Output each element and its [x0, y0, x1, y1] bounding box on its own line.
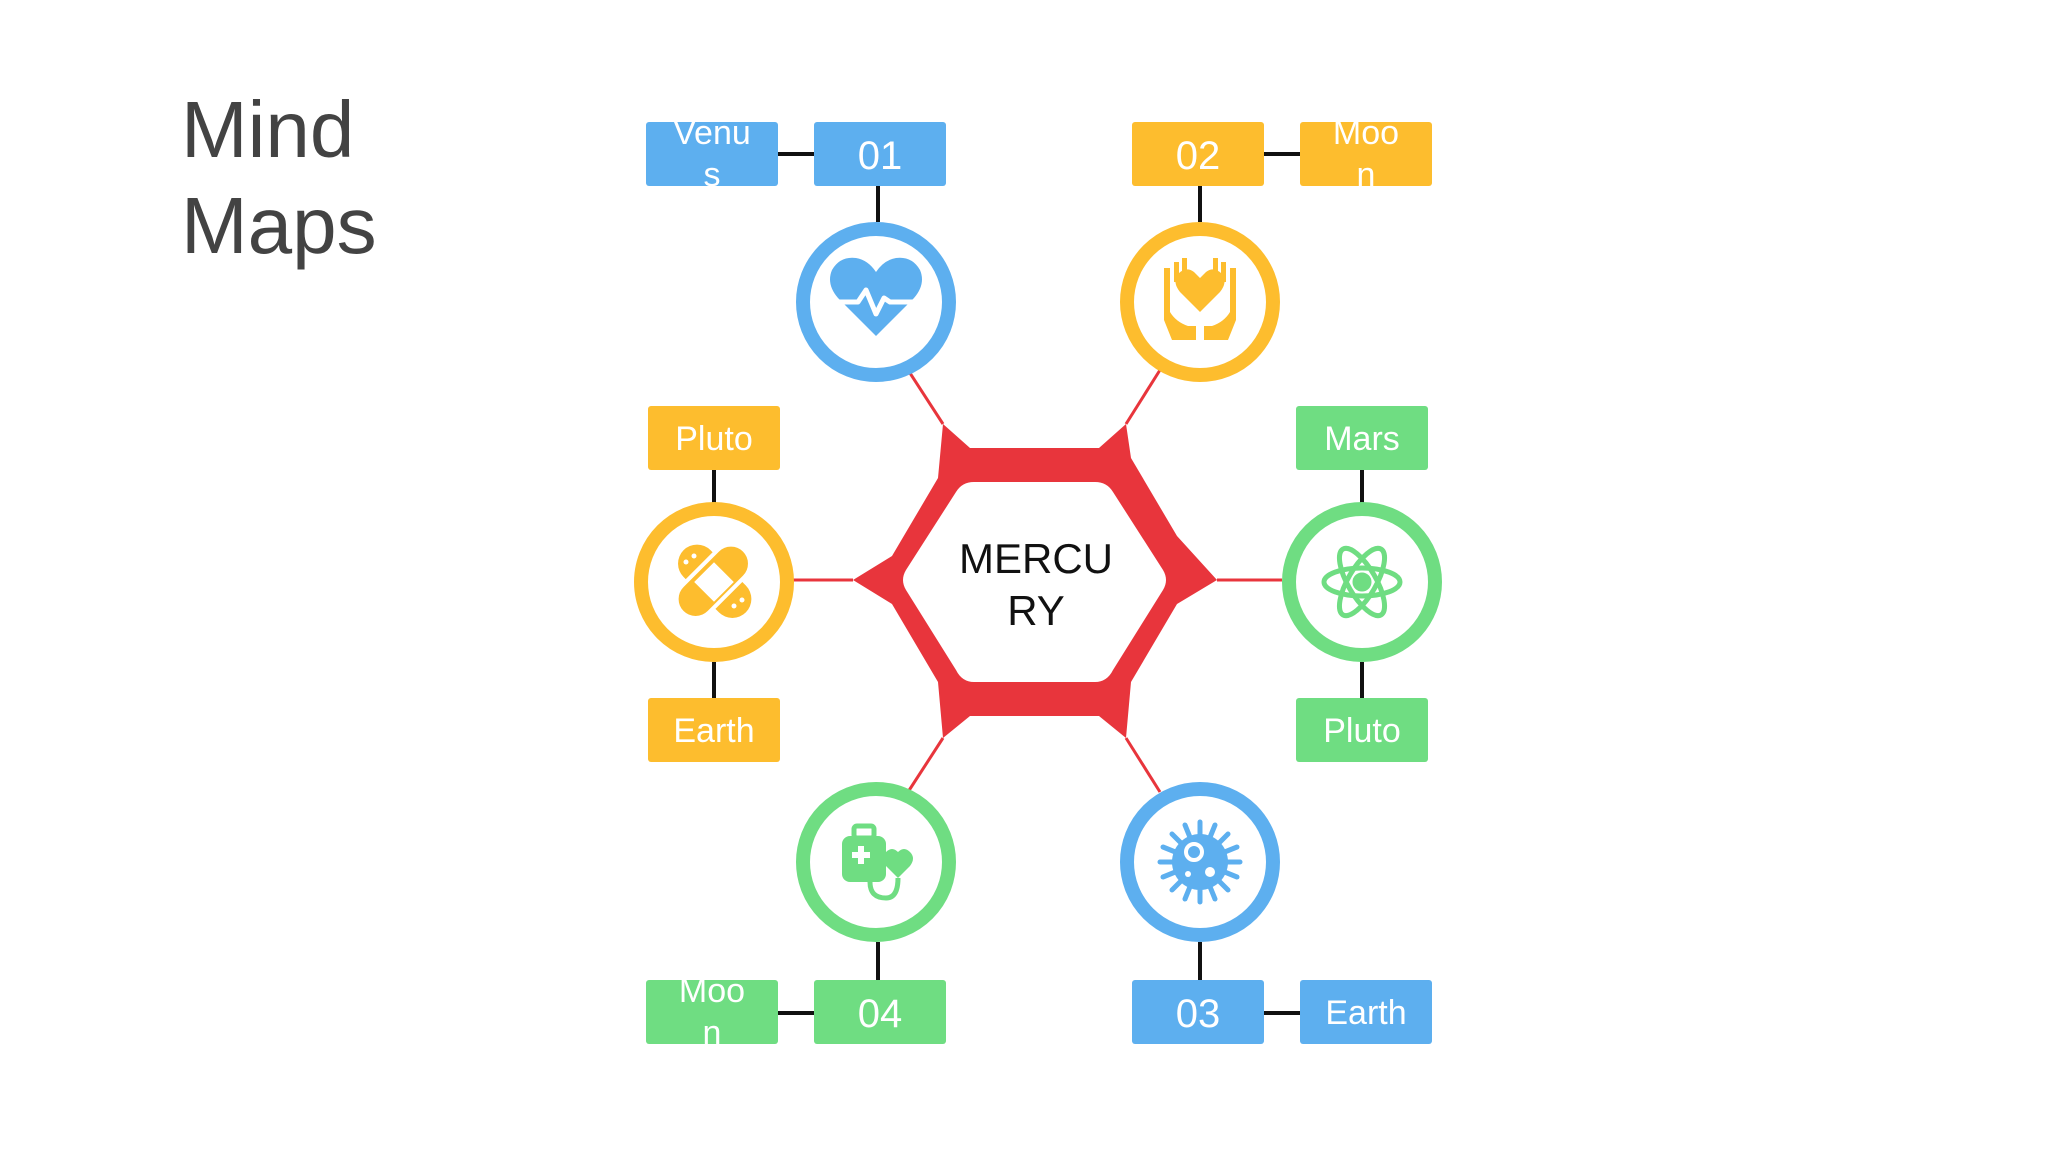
svg-text:Pluto: Pluto — [675, 420, 753, 458]
number-03: 03 — [1176, 992, 1221, 1036]
label-box-earth-left: Earth — [648, 698, 780, 762]
center-label-line-2: RY — [1007, 587, 1065, 634]
spoke-02 — [1124, 369, 1162, 425]
center-label-line-1: MERCU — [959, 535, 1113, 582]
spoke-04 — [906, 737, 945, 793]
label-box-mars: Mars — [1296, 406, 1428, 470]
slide-title: Mind Maps — [181, 82, 521, 274]
heart-pulse-icon — [830, 257, 922, 336]
svg-text:Venu: Venu — [673, 114, 751, 152]
title-line-2: Maps — [181, 181, 377, 270]
svg-text:Pluto: Pluto — [1323, 712, 1401, 750]
number-box-02 — [1132, 122, 1264, 186]
spoke-01 — [906, 369, 945, 425]
svg-text:Moo: Moo — [1333, 114, 1399, 152]
label-box-venus: Venu s — [646, 114, 778, 194]
svg-text:Earth: Earth — [673, 712, 754, 750]
atom-icon — [1321, 545, 1403, 619]
hands-heart-icon — [1164, 258, 1236, 340]
node-01: 01 Venu s — [646, 114, 956, 382]
virus-icon — [1157, 819, 1243, 905]
number-04: 04 — [858, 992, 903, 1036]
svg-text:n: n — [703, 1014, 722, 1052]
center-hexagon: MERCU RY — [853, 424, 1217, 738]
svg-text:Earth: Earth — [1325, 994, 1406, 1032]
bandage-icon — [674, 542, 752, 620]
svg-text:Mars: Mars — [1324, 420, 1400, 458]
label-box-moon-top: Moo n — [1300, 114, 1432, 194]
svg-text:n: n — [1357, 156, 1376, 194]
node-left: Pluto Earth — [634, 406, 794, 762]
node-04: 04 Moo n — [646, 782, 956, 1052]
number-box-04 — [814, 980, 946, 1044]
svg-text:Moo: Moo — [679, 972, 745, 1010]
label-box-moon-bottom: Moo n — [646, 972, 778, 1052]
hexagon-inner — [903, 482, 1166, 682]
label-box-earth-bottom: Earth — [1300, 980, 1432, 1044]
node-right: Mars Pluto — [1282, 406, 1442, 762]
number-box-03 — [1132, 980, 1264, 1044]
number-02: 02 — [1176, 134, 1221, 178]
number-box-01 — [814, 122, 946, 186]
connector-lines — [712, 152, 1364, 1015]
title-line-1: Mind — [181, 85, 355, 174]
svg-text:s: s — [704, 156, 721, 194]
spoke-03 — [1124, 737, 1162, 793]
node-03: 03 Earth — [1120, 782, 1432, 1044]
number-01: 01 — [858, 134, 903, 178]
red-spokes — [792, 369, 1282, 793]
label-box-pluto-left: Pluto — [648, 406, 780, 470]
medical-kit-icon — [842, 823, 913, 901]
label-box-pluto-right: Pluto — [1296, 698, 1428, 762]
node-02: 02 Moo n — [1120, 114, 1432, 382]
